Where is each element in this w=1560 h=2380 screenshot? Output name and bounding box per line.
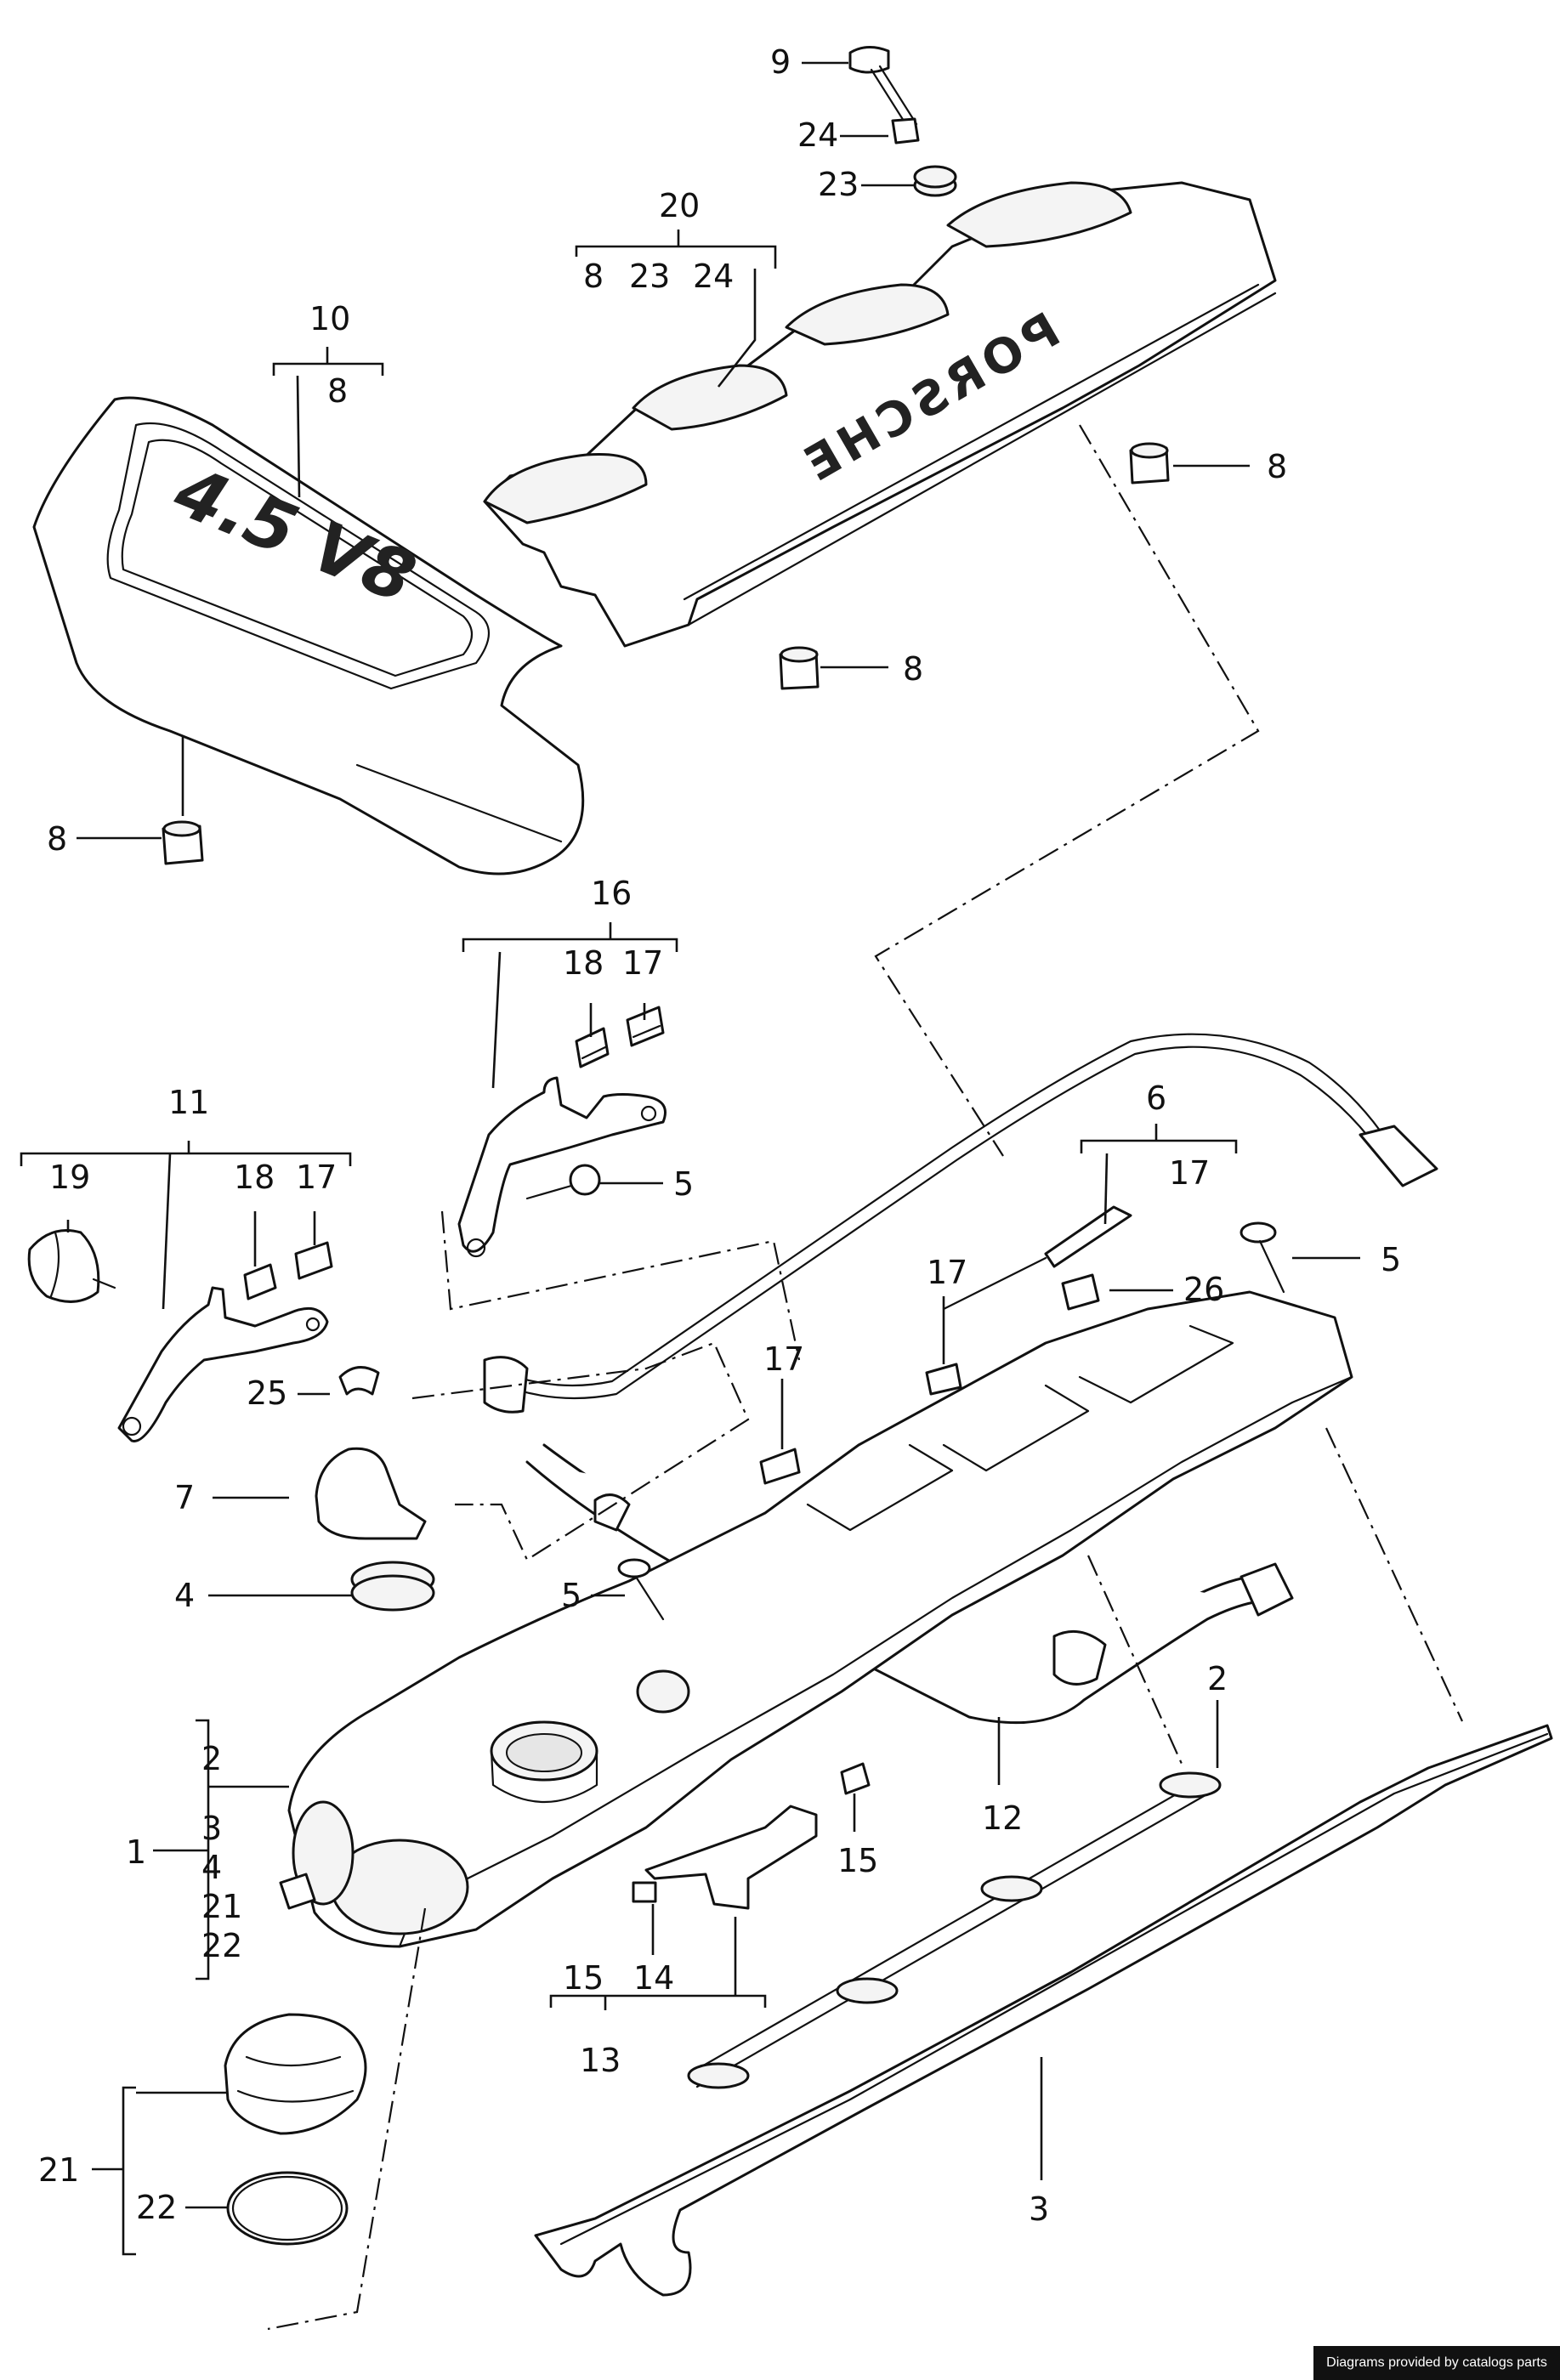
clip-15 [840, 1762, 871, 1795]
label-11: 11 [168, 1084, 209, 1121]
bracket-15-13 [644, 1805, 818, 1910]
clip-17-left [759, 1448, 801, 1485]
label-3: 3 [1029, 2190, 1049, 2228]
label-10-8: 8 [327, 372, 348, 410]
clip-11-18 [243, 1263, 277, 1300]
label-23-top: 23 [818, 166, 859, 203]
label-26: 26 [1183, 1271, 1224, 1308]
label-7: 7 [174, 1479, 195, 1516]
label-13-15: 15 [563, 1959, 604, 1997]
label-17-middle: 17 [927, 1254, 967, 1291]
label-1-4: 4 [201, 1849, 222, 1886]
bracket-assembly-16 [457, 1076, 667, 1258]
cover-bolt-5-right [1239, 1221, 1285, 1294]
part-labels: 9 24 23 20 8 23 24 10 8 8 8 8 16 18 17 5… [38, 43, 1401, 2228]
label-6: 6 [1146, 1080, 1166, 1117]
diagram-credit: Diagrams provided by catalogs parts [1313, 2346, 1560, 2380]
clip-26 [1061, 1273, 1100, 1311]
clip-11-17 [294, 1241, 333, 1280]
label-8-right-middle: 8 [903, 650, 923, 688]
label-20-8: 8 [583, 258, 604, 295]
oil-filler-seal [226, 2171, 349, 2246]
label-5-right: 5 [1381, 1241, 1401, 1278]
grommet-right-upper [1129, 442, 1170, 484]
label-24-top: 24 [797, 116, 838, 154]
filler-cap-7 [315, 1447, 427, 1540]
label-4: 4 [174, 1577, 195, 1614]
cover-bolt-5-lower [617, 1558, 665, 1621]
label-20: 20 [659, 187, 700, 224]
label-15-right: 15 [837, 1842, 878, 1879]
label-8-right-upper: 8 [1267, 448, 1287, 485]
label-13: 13 [580, 2042, 621, 2079]
label-8-left: 8 [47, 820, 67, 858]
left-engine-cover: 4.5 V8 [32, 396, 585, 876]
label-16: 16 [591, 875, 632, 912]
label-12: 12 [982, 1799, 1023, 1837]
label-11-17: 17 [296, 1159, 337, 1196]
label-1-2: 2 [201, 1740, 222, 1777]
seal-ring-4 [350, 1561, 435, 1612]
label-1-3: 3 [201, 1810, 222, 1847]
cover-washer [913, 165, 957, 197]
valve-cover-gasket [534, 1724, 1553, 2297]
label-9: 9 [770, 43, 791, 81]
clip-17-middle [925, 1363, 962, 1396]
clamp-25 [338, 1366, 380, 1396]
bracket-6 [942, 1205, 1132, 1311]
clip-16-18 [575, 1027, 610, 1068]
label-17-left: 17 [763, 1340, 804, 1378]
label-14: 14 [633, 1959, 674, 1997]
label-5-upper: 5 [673, 1165, 694, 1203]
label-20-24: 24 [693, 258, 734, 295]
label-16-18: 18 [563, 944, 604, 982]
label-1-22: 22 [201, 1927, 242, 1964]
label-11-18: 18 [234, 1159, 275, 1196]
label-16-17: 17 [622, 944, 663, 982]
label-1-21: 21 [201, 1888, 242, 1925]
label-25: 25 [247, 1374, 287, 1412]
cover-bolt [848, 46, 918, 129]
label-10: 10 [309, 300, 350, 337]
clip-16-17 [626, 1006, 665, 1047]
cover-spacer [891, 117, 920, 144]
camshaft-cover [279, 1290, 1353, 1948]
label-6-17: 17 [1169, 1154, 1210, 1192]
oil-filler-cap [224, 2013, 367, 2135]
bolt-16 [525, 1164, 601, 1200]
sensor-19 [27, 1229, 116, 1303]
label-1: 1 [126, 1833, 146, 1871]
label-5-lower: 5 [561, 1577, 581, 1614]
grommet-right-middle [779, 646, 820, 690]
nut-14 [632, 1881, 657, 1903]
label-22: 22 [136, 2189, 177, 2226]
label-20-23: 23 [629, 258, 670, 295]
bracket-assembly-11 [117, 1286, 329, 1442]
right-engine-cover: PORSCHE [483, 181, 1277, 648]
label-21: 21 [38, 2151, 79, 2189]
label-19: 19 [49, 1159, 90, 1196]
grommet-left-lower [162, 820, 204, 865]
spark-plug-seal-strip [687, 1771, 1222, 2089]
label-2-right: 2 [1207, 1660, 1228, 1697]
